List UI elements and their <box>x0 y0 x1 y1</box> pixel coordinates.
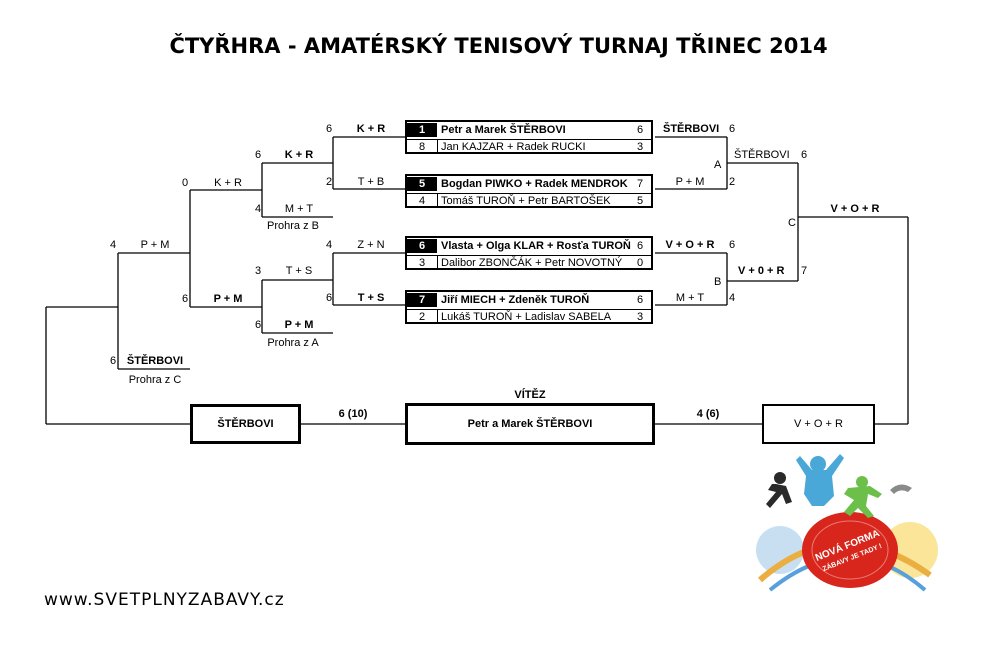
score-label: 6 <box>729 239 736 251</box>
team-label: P + M <box>675 176 705 188</box>
team-name: Petr a Marek ŠTĚRBOVI <box>441 124 566 136</box>
seed: 8 <box>407 140 438 154</box>
loser-note: Prohra z A <box>267 337 319 349</box>
match-marker-b: B <box>714 276 722 288</box>
team-name: Bogdan PIWKO + Radek MENDROK <box>441 178 628 190</box>
team-label: V + O + R <box>665 239 715 251</box>
team-label: ŠTĚRBOVI <box>734 149 790 161</box>
loser-note: Prohra z B <box>267 220 319 232</box>
score: 7 <box>636 178 644 190</box>
team-label: T + S <box>357 292 385 304</box>
score: 0 <box>636 257 644 269</box>
final-left-score: 6 (10) <box>338 408 368 420</box>
match-marker-c: C <box>788 217 796 229</box>
logo-image: NOVÁ FORMA ZÁBAVY JE TADY ! <box>756 454 938 592</box>
final-left-team: ŠTĚRBOVI <box>217 418 274 430</box>
score-label: 4 <box>326 239 333 251</box>
seed: 4 <box>407 194 438 208</box>
final-right-team: V + O + R <box>794 418 843 430</box>
score: 6 <box>636 240 644 252</box>
score-label: 6 <box>729 123 736 135</box>
final-right-box: V + O + R <box>762 404 875 444</box>
seed: 2 <box>407 310 438 324</box>
final-left-box: ŠTĚRBOVI <box>190 404 301 444</box>
team-label: K + R <box>356 123 386 135</box>
team-label: T + S <box>285 265 313 277</box>
team-name: Vlasta + Olga KLAR + Rosťa TUROŇ <box>441 240 631 252</box>
score-label: 6 <box>182 293 189 305</box>
team-label: M + T <box>675 292 705 304</box>
score-label: 7 <box>801 265 808 277</box>
website-url: www.SVETPLNYZABAVY.cz <box>44 590 285 610</box>
team-label: T + B <box>357 176 385 188</box>
seed: 1 <box>407 123 437 137</box>
team-label: V + O + R <box>830 203 880 215</box>
score-label: 2 <box>326 176 333 188</box>
match-row-top: 5 Bogdan PIWKO + Radek MENDROK 7 <box>407 177 651 191</box>
team-label: P + M <box>284 319 314 331</box>
team-label: K + R <box>284 149 314 161</box>
team-label: P + M <box>140 239 170 251</box>
page-title: ČTYŘHRA - AMATÉRSKÝ TENISOVÝ TURNAJ TŘIN… <box>169 34 828 58</box>
match-marker-a: A <box>714 159 722 171</box>
team-name: Dalibor ZBONČÁK + Petr NOVOTNÝ <box>441 257 623 269</box>
seed: 7 <box>407 293 437 307</box>
team-label: P + M <box>213 293 243 305</box>
winner-label: VÍTĚZ <box>514 389 546 401</box>
score-label: 4 <box>255 203 262 215</box>
loser-note: Prohra z C <box>128 374 182 386</box>
score-label: 3 <box>255 265 262 277</box>
score-label: 2 <box>729 176 736 188</box>
winner-team: Petr a Marek ŠTĚRBOVI <box>467 418 593 430</box>
seed: 6 <box>407 239 437 253</box>
team-label: M + T <box>284 203 314 215</box>
score: 5 <box>636 195 644 207</box>
final-right-score: 4 (6) <box>696 408 720 420</box>
score-label: 0 <box>182 177 189 189</box>
match-row-top: 1 Petr a Marek ŠTĚRBOVI 6 <box>407 123 651 137</box>
team-name: Jiří MIECH + Zdeněk TUROŇ <box>441 294 590 306</box>
team-label: Z + N <box>357 239 385 251</box>
team-label: K + R <box>214 177 242 189</box>
seed: 5 <box>407 177 437 191</box>
score-label: 6 <box>326 292 333 304</box>
seed: 3 <box>407 256 438 270</box>
match-row-top: 7 Jiří MIECH + Zdeněk TUROŇ 6 <box>407 293 651 307</box>
score: 3 <box>636 311 644 323</box>
team-label: ŠTĚRBOVI <box>663 123 720 135</box>
score-label: 6 <box>110 355 117 367</box>
team-name: Lukáš TUROŇ + Ladislav SABELA <box>441 311 612 323</box>
match-row-top: 6 Vlasta + Olga KLAR + Rosťa TUROŇ 6 <box>407 239 651 253</box>
score-label: 6 <box>801 149 808 161</box>
winner-box: Petr a Marek ŠTĚRBOVI <box>405 403 655 445</box>
score: 3 <box>636 141 644 153</box>
score: 6 <box>636 124 644 136</box>
team-label: ŠTĚRBOVI <box>126 355 184 367</box>
score-label: 4 <box>729 292 736 304</box>
score-label: 6 <box>255 149 262 161</box>
score-label: 6 <box>326 123 333 135</box>
team-label: V + 0 + R <box>738 265 785 277</box>
team-name: Jan KAJZAR + Radek RUCKI <box>441 141 586 153</box>
score-label: 4 <box>110 239 117 251</box>
score-label: 6 <box>255 319 262 331</box>
score: 6 <box>636 294 644 306</box>
team-name: Tomáš TUROŇ + Petr BARTOŠEK <box>441 195 611 207</box>
